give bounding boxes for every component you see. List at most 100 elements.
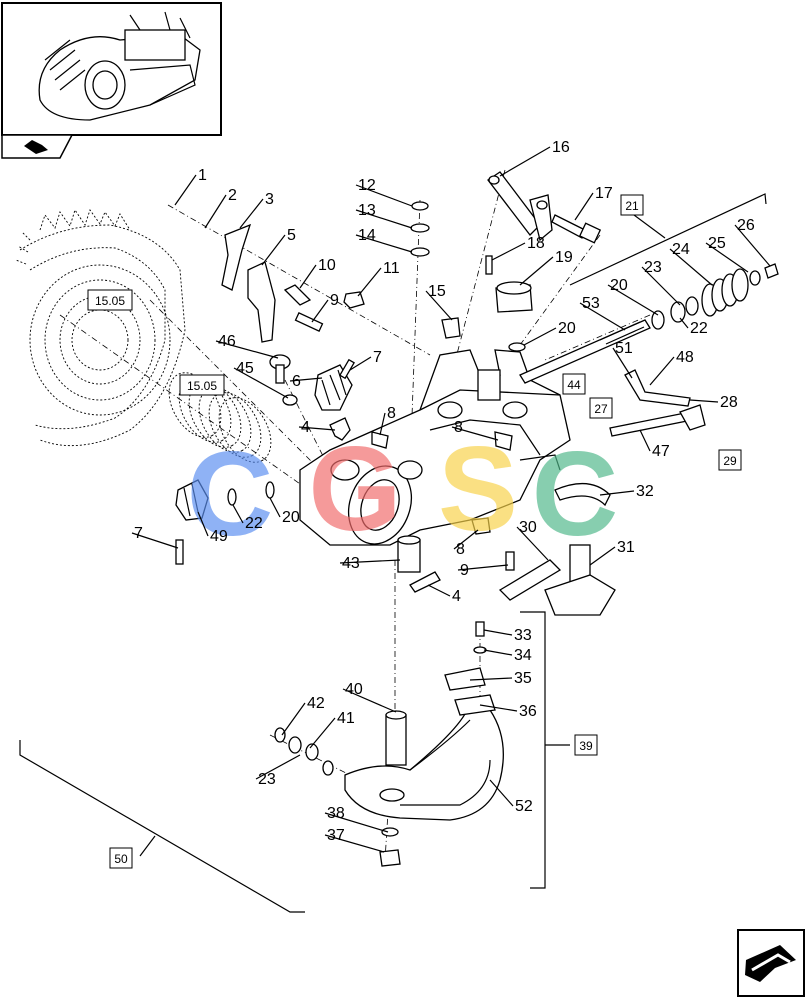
reference-box[interactable] bbox=[87, 289, 133, 311]
leader-line bbox=[649, 356, 675, 386]
callout-label: 37 bbox=[327, 827, 345, 844]
leader-line bbox=[339, 559, 401, 564]
washer-20a bbox=[508, 342, 526, 352]
callout-label: 11 bbox=[383, 260, 400, 277]
bolt-33-34 bbox=[473, 621, 487, 654]
leader-line bbox=[453, 529, 479, 550]
group-brackets bbox=[19, 193, 767, 913]
callout-label: 25 bbox=[708, 235, 726, 252]
callout-label: 31 bbox=[617, 539, 635, 556]
leader-line bbox=[298, 426, 336, 431]
callout-label: 33 bbox=[514, 627, 532, 644]
callout-label: 8 bbox=[387, 405, 396, 422]
callout-label: 23 bbox=[644, 259, 662, 276]
callout-label: 23 bbox=[258, 771, 276, 788]
leader-line bbox=[269, 497, 281, 518]
leader-line bbox=[489, 779, 514, 807]
thumbnail-view bbox=[1, 2, 222, 159]
pin-18 bbox=[485, 255, 493, 275]
leader-line bbox=[491, 242, 526, 261]
callout-label: 43 bbox=[342, 555, 360, 572]
leader-line bbox=[289, 377, 323, 382]
leader-line bbox=[174, 174, 197, 206]
nut-11 bbox=[343, 291, 365, 309]
reference-box[interactable] bbox=[589, 397, 613, 419]
callout-label: 38 bbox=[327, 805, 345, 822]
fitting-15 bbox=[441, 317, 461, 339]
callout-label: 32 bbox=[636, 483, 654, 500]
leader-line bbox=[427, 584, 451, 597]
pin-7b bbox=[175, 539, 184, 565]
shaft-53 bbox=[519, 319, 651, 384]
pin-9a bbox=[294, 312, 324, 332]
leader-line bbox=[311, 299, 329, 323]
bushing-43 bbox=[397, 535, 421, 573]
watermark-letter: C bbox=[187, 427, 274, 561]
leader-line bbox=[355, 209, 413, 229]
callout-label: 6 bbox=[292, 373, 301, 390]
leader-line bbox=[599, 490, 635, 496]
leader-line bbox=[261, 234, 286, 266]
reference-box[interactable] bbox=[109, 847, 133, 869]
leader-line bbox=[349, 356, 372, 371]
reference-box-label: 15.05 bbox=[95, 294, 125, 308]
leader-line bbox=[519, 256, 554, 286]
leader-line bbox=[483, 629, 513, 636]
reference-box-label: 29 bbox=[723, 454, 737, 468]
callout-label: 7 bbox=[134, 525, 143, 542]
washers-41-42-23 bbox=[274, 727, 334, 776]
callout-label: 42 bbox=[307, 695, 325, 712]
leader-line bbox=[669, 248, 713, 286]
callout-label: 49 bbox=[210, 528, 228, 545]
callout-label: 20 bbox=[282, 509, 300, 526]
reference-box[interactable] bbox=[562, 373, 586, 395]
lever-3 bbox=[221, 223, 252, 291]
next-page-icon[interactable] bbox=[737, 929, 805, 997]
reference-box-label: 15.05 bbox=[187, 379, 217, 393]
leader-line bbox=[641, 266, 681, 306]
callout-label: 53 bbox=[582, 295, 600, 312]
callout-label: 5 bbox=[287, 227, 296, 244]
leader-line bbox=[299, 264, 317, 289]
leader-line bbox=[451, 426, 499, 441]
reference-box[interactable] bbox=[574, 734, 598, 756]
callout-label: 3 bbox=[265, 191, 274, 208]
callout-label: 52 bbox=[515, 798, 533, 815]
rings-12-14 bbox=[410, 201, 430, 257]
leader-line bbox=[355, 234, 413, 253]
bolt-17 bbox=[551, 214, 602, 244]
reference-box-label: 50 bbox=[114, 852, 128, 866]
callout-label: 4 bbox=[301, 419, 310, 436]
reference-box-label: 27 bbox=[594, 402, 608, 416]
bracket-16 bbox=[487, 171, 553, 242]
nut-37-38 bbox=[379, 827, 401, 867]
callout-label: 2 bbox=[228, 187, 237, 204]
lever-assembly-52 bbox=[344, 698, 504, 821]
callout-label: 9 bbox=[460, 562, 469, 579]
callout-label: 18 bbox=[527, 235, 545, 252]
leader-line bbox=[239, 198, 264, 229]
callout-label: 41 bbox=[337, 710, 355, 727]
bolt-46 bbox=[269, 354, 298, 406]
leader-lines bbox=[131, 146, 771, 853]
leader-line bbox=[689, 399, 719, 403]
callout-label: 40 bbox=[345, 681, 363, 698]
callout-label: 45 bbox=[236, 360, 254, 377]
leader-line bbox=[516, 526, 549, 561]
callout-label: 13 bbox=[358, 202, 376, 219]
nav-arrow-icon bbox=[24, 140, 48, 154]
plate-32 bbox=[554, 483, 611, 507]
reference-box[interactable] bbox=[620, 194, 644, 216]
leader-line bbox=[589, 546, 616, 566]
leader-line bbox=[639, 429, 651, 452]
gear-19 bbox=[495, 281, 533, 313]
pin-9b bbox=[505, 551, 515, 571]
rings-22-20-left bbox=[227, 481, 275, 506]
reference-box[interactable] bbox=[179, 374, 225, 396]
reference-box[interactable] bbox=[718, 449, 742, 471]
leader-line bbox=[233, 367, 289, 399]
callout-label: 15 bbox=[428, 283, 446, 300]
